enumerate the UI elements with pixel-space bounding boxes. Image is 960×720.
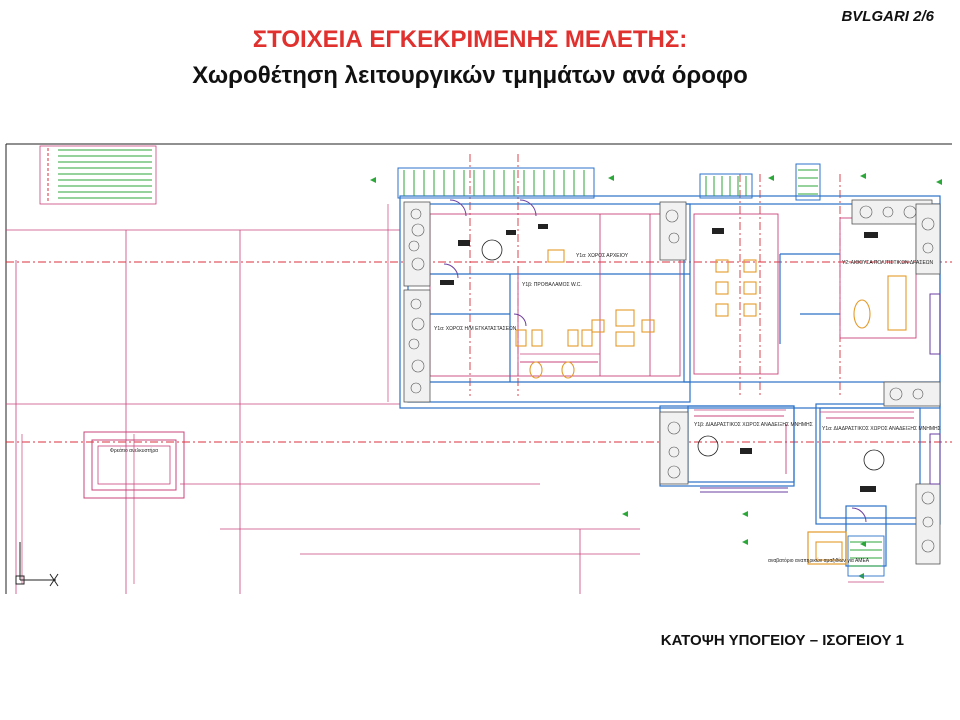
stair-top-left <box>39 145 157 205</box>
page-title: Χωροθέτηση λειτουργικών τμημάτων ανά όρο… <box>192 62 748 89</box>
room-label: Υ1α: ΧΩΡΟΣ Η/Μ ΕΓΚΑΤΑΣΤΑΣΕΩΝ <box>434 326 517 332</box>
ramp-lift: αναβατόριο αναπηρικών αμαξιδίων για ΑΜΕΑ <box>768 531 885 577</box>
title-red: ΣΤΟΙΧΕΙΑ ΕΓΚΕΚΡΙΜΕΝΗΣ ΜΕΛΕΤΗΣ: <box>252 26 688 53</box>
door-swings <box>443 199 941 523</box>
room-label: Υ1α: ΧΩΡΟΣ ΑΡΧΕΙΟΥ <box>576 253 629 259</box>
level-markers <box>370 173 942 579</box>
room-label: Υ1β: ΠΡΟΘΑΛΑΜΟΣ W.C. <box>522 282 582 288</box>
plan-caption: ΚΑΤΟΨΗ ΥΠΟΓΕΙΟΥ – ΙΣΟΓΕΙΟΥ 1 <box>660 632 904 649</box>
floor-plan-drawing: Φρεάτιο ανελκυστήρα <box>5 143 952 594</box>
room-label: Υ1α: ΔΙΑΔΡΑΣΤΙΚΟΣ ΧΩΡΟΣ ΑΝΑΔΕΙΞΗΣ ΜΝΗΜΗΣ <box>822 426 941 432</box>
slide-tag: BVLGARI 2/6 <box>841 8 934 25</box>
lift-circles <box>481 239 885 471</box>
ucs-icon <box>15 542 59 587</box>
furniture <box>515 249 907 561</box>
grid-axes <box>6 154 952 443</box>
room-label: Υ2: ΑΙΘΟΥΣΑ ΠΟΛΙΤΙΣΤΙΚΩΝ ΔΡΑΣΕΩΝ <box>842 260 934 266</box>
left-site-area <box>6 229 640 594</box>
stair-top <box>397 163 821 201</box>
dimension-lines <box>21 204 914 584</box>
symbols <box>440 224 878 492</box>
ramp-note: αναβατόριο αναπηρικών αμαξιδίων για ΑΜΕΑ <box>768 557 870 564</box>
stone-walls <box>403 199 941 565</box>
room-label: Υ1β: ΔΙΑΔΡΑΣΤΙΚΟΣ ΧΩΡΟΣ ΑΝΑΔΕΙΞΗΣ ΜΝΗΜΗΣ <box>694 422 813 428</box>
room-labels: Υ1α: ΧΩΡΟΣ ΑΡΧΕΙΟΥ Υ1β: ΠΡΟΘΑΛΑΜΟΣ W.C. … <box>434 253 941 432</box>
